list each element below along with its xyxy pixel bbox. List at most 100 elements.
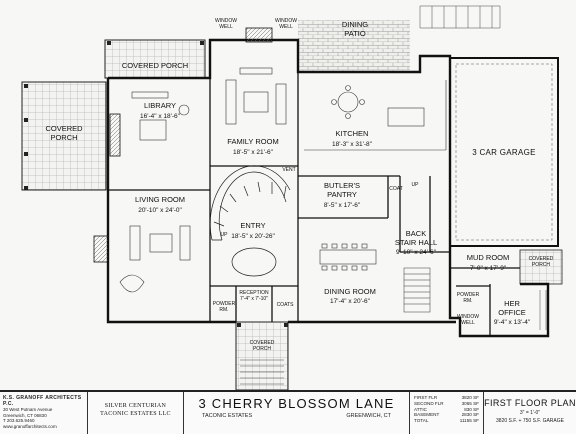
- architect-info: K.S. GRANOFF ARCHITECTS P.C. 30 West Put…: [0, 392, 88, 434]
- dining-room-table: [319, 243, 377, 271]
- project-subtitle-left: TACONIC ESTATES: [202, 413, 253, 419]
- client-info: SILVER CENTURIAN TACONIC ESTATES LLC: [88, 392, 184, 434]
- label-covered-porch-bottom-1: COVERED: [250, 340, 275, 346]
- area-value: 3065 SF: [461, 400, 479, 406]
- library-fireplace: [109, 113, 121, 157]
- entry-curved-stair: [209, 165, 291, 277]
- area-row: ATTIC 830 SF: [414, 407, 479, 413]
- porch-columns: [24, 41, 288, 327]
- living-room-furniture: [119, 225, 191, 293]
- label-window-well-3a: WINDOW: [457, 314, 479, 320]
- library-furniture: [131, 91, 190, 141]
- project-info: 3 CHERRY BLOSSOM LANE TACONIC ESTATES GR…: [184, 392, 410, 434]
- kitchen-furniture: [304, 80, 447, 151]
- label-kitchen: KITCHEN: [336, 129, 369, 138]
- living-room-fireplace: [93, 235, 109, 263]
- sheet-scale: 3" = 1'-0": [519, 410, 541, 416]
- client-line-1: SILVER CENTURIAN: [104, 403, 167, 409]
- architect-name: K.S. GRANOFF ARCHITECTS P.C.: [3, 395, 82, 407]
- area-value: 2830 SF: [461, 412, 479, 418]
- label-butlers-pantry-dim: 8'-5" x 17'-6": [324, 202, 361, 209]
- label-back-stair-hall-2: STAIR HALL: [395, 238, 437, 247]
- architect-line-1: 30 West Putnam Avenue: [3, 407, 53, 412]
- area-label: BASEMENT: [414, 412, 440, 418]
- garage-walls: [449, 57, 559, 247]
- label-covered-porch-right-1: COVERED: [529, 256, 554, 262]
- front-steps: [240, 359, 284, 385]
- label-entry-dim: 18'-5" x 20'-26": [231, 233, 275, 240]
- back-stair: [403, 267, 431, 313]
- label-dining-room: DINING ROOM: [324, 287, 376, 296]
- family-room-chimney: [245, 27, 273, 43]
- project-subtitle-right: GREENWICH, CT: [346, 413, 391, 419]
- garage-door-lines: [455, 63, 553, 241]
- label-window-well-2a: WINDOW: [275, 18, 297, 24]
- label-up-back: UP: [412, 182, 420, 188]
- architect-line-4: www.granoffarchitects.com: [3, 423, 57, 429]
- area-table: FIRST FLR 3820 SF SECOND FLR 3065 SF ATTIC…: [410, 392, 484, 434]
- project-subtitle: TACONIC ESTATES GREENWICH, CT: [184, 411, 409, 421]
- label-back-stair-hall-dim: 9'-10" x 24'-6": [396, 249, 437, 256]
- label-living-room: LIVING ROOM: [135, 195, 185, 204]
- area-value: 3820 SF: [461, 395, 479, 400]
- label-window-well-3b: WELL: [461, 320, 475, 326]
- area-row: FIRST FLR 3820 SF: [414, 395, 479, 401]
- area-label: ATTIC: [414, 406, 427, 412]
- label-garage: 3 CAR GARAGE: [472, 148, 536, 157]
- label-covered-porch-right-2: PORCH: [532, 262, 550, 268]
- architect-line-3: T 203.625.9460: [3, 418, 35, 423]
- label-butlers-pantry-2: PANTRY: [327, 190, 357, 199]
- label-library-dim: 16'-4" x 18'-6": [140, 113, 181, 120]
- title-block: K.S. GRANOFF ARCHITECTS P.C. 30 West Put…: [0, 390, 576, 434]
- label-family-room-dim: 18'-5" x 21'-6": [233, 149, 274, 156]
- label-library: LIBRARY: [144, 101, 176, 110]
- label-living-room-dim: 20'-10" x 24'-0": [138, 207, 182, 214]
- label-vent: VENT: [282, 167, 295, 173]
- label-family-room: FAMILY ROOM: [227, 137, 278, 146]
- label-her-office-1: HER: [504, 299, 520, 308]
- architect-line-2: Greenwich, CT 06830: [3, 412, 47, 418]
- project-title: 3 CHERRY BLOSSOM LANE: [198, 396, 395, 411]
- label-mud-room: MUD ROOM: [467, 253, 510, 262]
- label-powder-rm-1b: RM.: [219, 307, 228, 313]
- label-mud-room-dim: 7'-0" x 17'-9": [470, 265, 507, 272]
- area-row: TOTAL 11155 SF: [414, 418, 479, 424]
- area-value: 11155 SF: [459, 418, 479, 424]
- label-coats: COATS: [277, 302, 295, 308]
- area-row: SECOND FLR 3065 SF: [414, 401, 479, 407]
- office-window-trim: [539, 290, 547, 330]
- sheet-info: FIRST FLOOR PLAN 3" = 1'-0" 3820 S.F. + …: [484, 392, 576, 434]
- label-up-entry: UP: [221, 232, 229, 238]
- label-dining-patio-1: DINING: [342, 20, 368, 29]
- label-dining-room-dim: 17'-4" x 20'-6": [330, 298, 371, 305]
- label-her-office-2: OFFICE: [498, 308, 526, 317]
- family-room-furniture: [225, 67, 287, 125]
- label-entry: ENTRY: [240, 221, 265, 230]
- exterior-walls: [106, 38, 550, 338]
- label-kitchen-dim: 18'-3" x 31'-8": [332, 141, 373, 148]
- area-label: TOTAL: [414, 418, 429, 424]
- area-value: 830 SF: [464, 406, 479, 412]
- label-covered-porch-bottom-2: PORCH: [253, 346, 271, 352]
- label-covered-porch-left-1: COVERED: [45, 124, 83, 133]
- label-butlers-pantry-1: BUTLER'S: [324, 181, 360, 190]
- covered-porch-top-area: [104, 39, 206, 79]
- sheet-title: FIRST FLOOR PLAN: [484, 398, 576, 408]
- label-reception-dim: 7'-4" x 7'-10": [240, 296, 268, 302]
- area-row: BASEMENT 2830 SF: [414, 412, 479, 418]
- label-window-well-1b: WELL: [219, 24, 233, 30]
- label-powder-rm-1a: POWDER: [213, 301, 236, 307]
- first-floor-plan-drawing: COVERED PORCH COVERED PORCH LIBRARY 16'-…: [21, 5, 563, 390]
- sheet-square-footage: 3820 S.F. + 750 S.F. GARAGE: [496, 418, 564, 424]
- area-label: SECOND FLR: [414, 400, 444, 406]
- area-label: FIRST FLR: [414, 395, 438, 400]
- label-window-well-1a: WINDOW: [215, 18, 237, 24]
- label-back-stair-hall-1: BACK: [406, 229, 426, 238]
- client-line-2: TACONIC ESTATES LLC: [100, 411, 171, 417]
- covered-porch-right-area: [519, 249, 563, 285]
- exterior-steps-top: [419, 5, 501, 29]
- label-covered-porch-top: COVERED PORCH: [122, 61, 188, 70]
- label-her-office-dim: 9'-4" x 13'-4": [494, 319, 531, 326]
- label-coat: COAT: [389, 186, 403, 192]
